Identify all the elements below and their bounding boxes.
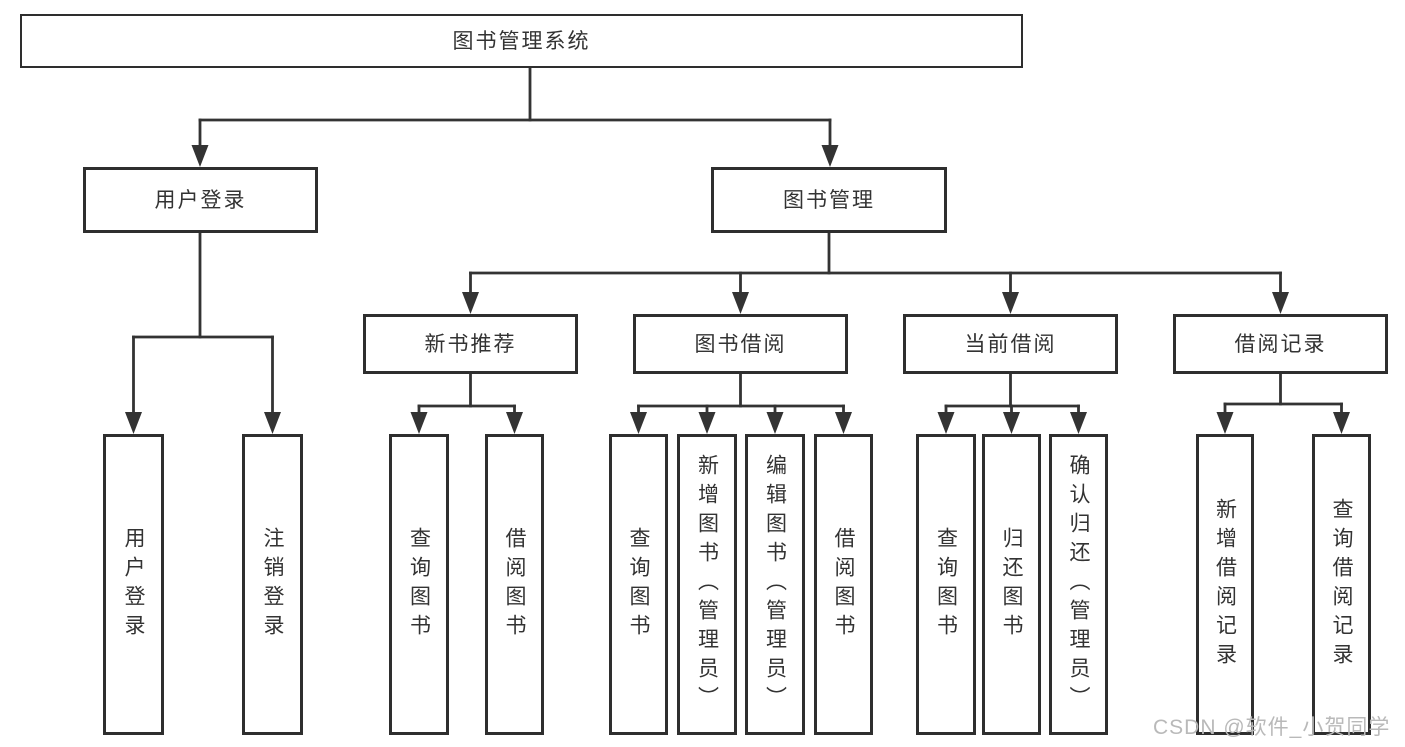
leaf-logout: 注销登录 (242, 434, 303, 735)
node-root-system: 图书管理系统 (20, 14, 1023, 68)
leaf-query-books-borrowing: 查询图书 (609, 434, 668, 735)
leaf-query-books-current: 查询图书 (916, 434, 976, 735)
node-user-login: 用户登录 (83, 167, 318, 233)
leaf-return-books: 归还图书 (982, 434, 1041, 735)
csdn-watermark: CSDN @软件_小贺同学 (1153, 716, 1391, 739)
leaf-user-login: 用户登录 (103, 434, 164, 735)
node-book-management: 图书管理 (711, 167, 947, 233)
node-current-borrowing: 当前借阅 (903, 314, 1118, 374)
leaf-add-books-admin: 新增图书（管理员） (677, 434, 737, 735)
leaf-edit-books-admin: 编辑图书（管理员） (745, 434, 805, 735)
leaf-query-borrow-record: 查询借阅记录 (1312, 434, 1371, 735)
leaf-borrow-books-recommend: 借阅图书 (485, 434, 544, 735)
node-book-borrowing: 图书借阅 (633, 314, 848, 374)
node-new-book-recommend: 新书推荐 (363, 314, 578, 374)
leaf-confirm-return-admin: 确认归还（管理员） (1049, 434, 1108, 735)
leaf-borrow-books-borrowing: 借阅图书 (814, 434, 873, 735)
node-borrowing-records: 借阅记录 (1173, 314, 1388, 374)
leaf-add-borrow-record: 新增借阅记录 (1196, 434, 1254, 735)
leaf-query-books-recommend: 查询图书 (389, 434, 449, 735)
